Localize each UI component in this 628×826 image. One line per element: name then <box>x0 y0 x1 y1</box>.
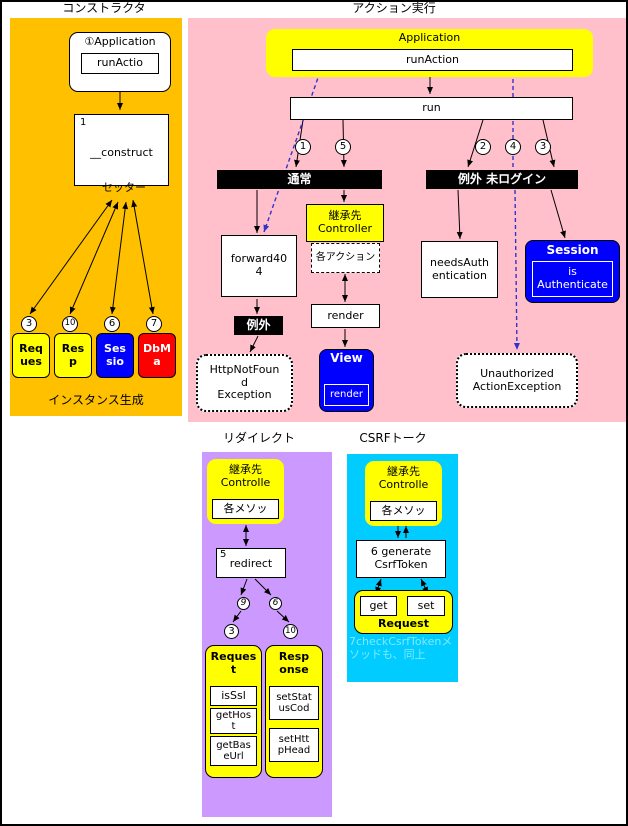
step-circle-2: 2 <box>475 139 491 155</box>
is-authenticated-box: is Authenticate <box>532 261 613 297</box>
redirect-controller-title: 継承先 Controlle <box>220 463 271 489</box>
action-application-title: Application <box>398 31 461 45</box>
exception-flow-header: 例外 未ログイン <box>426 170 578 189</box>
http-not-found-exception-box: HttpNotFoun d Exception <box>196 354 293 412</box>
render-box: render <box>311 304 380 328</box>
section-title-redirect: リダイレクト <box>222 431 295 446</box>
redirect-step-number: 5 <box>220 549 227 560</box>
section-title-constructor: コンストラクタ <box>62 1 146 16</box>
get-box: get <box>360 596 397 616</box>
needs-authentication-box: needsAuth entication <box>421 241 498 298</box>
redirect-branch-circle-6: 6 <box>269 597 282 610</box>
exception-tag: 例外 <box>234 316 283 335</box>
redirect-branch-circle-9: 9 <box>237 597 250 610</box>
instance-box-session: Ses sio <box>96 333 134 378</box>
redirect-each-method-box: 各メソッ <box>212 499 279 519</box>
csrf-note: 7checkCsrfTokenメソッドも、同上 <box>349 635 453 661</box>
instance-box-db: DbM a <box>138 333 176 378</box>
view-box <box>319 349 374 412</box>
setter-label: セッター <box>102 180 146 194</box>
get-host-box: getHos t <box>210 708 257 734</box>
get-base-url-box: getBas eUrl <box>210 736 257 766</box>
construct-step-number: 1 <box>80 117 87 128</box>
application-box-title: ①Application <box>84 34 156 48</box>
session-box <box>525 240 620 303</box>
response-num-circle: 10 <box>283 624 298 639</box>
construct-label: __construct <box>90 145 153 159</box>
each-action-box: 各アクション <box>311 243 380 273</box>
step-circle-4: 4 <box>505 139 521 155</box>
instance-step-circle-db: 7 <box>146 316 162 332</box>
csrf-request-title: Request <box>378 616 429 630</box>
set-http-header-box: setHtt pHead <box>269 728 319 762</box>
is-ssl-box: isSsl <box>210 686 257 706</box>
instance-step-circle-response: 10 <box>62 316 78 332</box>
instance-step-circle-session: 6 <box>104 316 120 332</box>
instance-step-circle-request: 3 <box>21 316 37 332</box>
redirect-method-label: redirect <box>229 556 273 570</box>
step-circle-1: 1 <box>295 139 311 155</box>
set-status-code-box: setStat usCod <box>269 686 319 720</box>
step-circle-3: 3 <box>535 139 551 155</box>
run-box: run <box>290 97 573 120</box>
generate-csrf-token-box: 6 generate CsrfToken <box>356 540 446 578</box>
view-box-title: View <box>330 351 363 366</box>
session-box-title: Session <box>546 242 599 257</box>
csrf-each-method-box: 各メソッ <box>370 501 437 521</box>
view-render-box: render <box>324 384 369 406</box>
forward404-box: forward40 4 <box>221 235 297 297</box>
step-circle-5: 5 <box>335 139 351 155</box>
run-action-box: runAction <box>292 49 573 71</box>
csrf-controller-title: 継承先 Controlle <box>378 465 429 491</box>
request-num-circle: 3 <box>224 624 239 639</box>
unauthorized-action-exception-box: Unauthorized ActionException <box>456 353 578 408</box>
instance-creation-label: インスタンス生成 <box>48 393 144 408</box>
instance-box-request: Req ues <box>12 333 50 378</box>
run-action-method-box: runActio <box>81 53 159 74</box>
section-title-csrf: CSRFトーク <box>359 431 427 446</box>
redirect-method-box <box>216 548 286 578</box>
response-box-title: Resp onse <box>278 650 310 676</box>
inherited-controller-box: 継承先 Controller <box>306 204 384 242</box>
normal-flow-header: 通常 <box>217 170 382 189</box>
section-title-action: アクション実行 <box>352 1 436 16</box>
request-box-title: Reques t <box>210 650 257 676</box>
construct-box <box>74 114 169 186</box>
set-box: set <box>407 596 445 616</box>
instance-box-response: Res p <box>54 333 92 378</box>
